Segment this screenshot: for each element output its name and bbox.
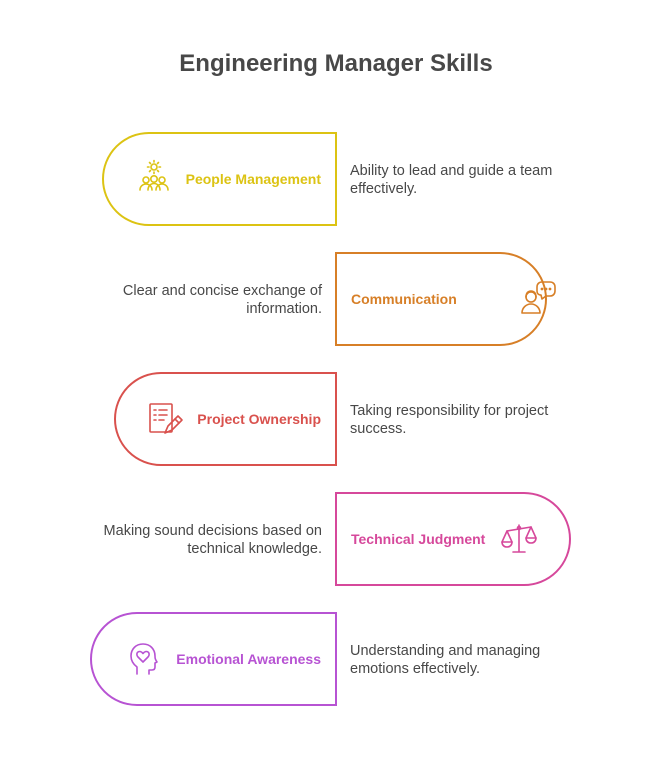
team-icon xyxy=(134,159,174,199)
skill-label: People Management xyxy=(185,171,321,187)
document-pen-icon xyxy=(145,399,185,439)
skill-technical-judgment: Technical Judgment xyxy=(335,492,571,586)
skill-label: Communication xyxy=(351,291,457,307)
skill-description: Making sound decisions based on technica… xyxy=(103,523,322,557)
skill-description: Taking responsibility for project succes… xyxy=(350,403,549,437)
skill-label: Emotional Awareness xyxy=(176,651,321,667)
skill-communication: Communication xyxy=(335,252,556,346)
balance-scale-icon xyxy=(499,519,539,559)
skill-description: Clear and concise exchange of informatio… xyxy=(122,283,322,317)
skill-label: Technical Judgment xyxy=(351,531,486,547)
skill-label: Project Ownership xyxy=(197,411,321,427)
skill-project-ownership: Project Ownership xyxy=(114,372,337,466)
skill-emotional-awareness: Emotional Awareness xyxy=(90,612,337,706)
head-heart-icon xyxy=(124,639,164,679)
speech-person-icon xyxy=(519,279,559,319)
page-title: Engineering Manager Skills xyxy=(179,50,493,77)
skill-people-management: People Management xyxy=(102,132,337,226)
skill-description: Ability to lead and guide a team effecti… xyxy=(350,163,553,197)
skill-description: Understanding and managing emotions effe… xyxy=(350,643,541,677)
